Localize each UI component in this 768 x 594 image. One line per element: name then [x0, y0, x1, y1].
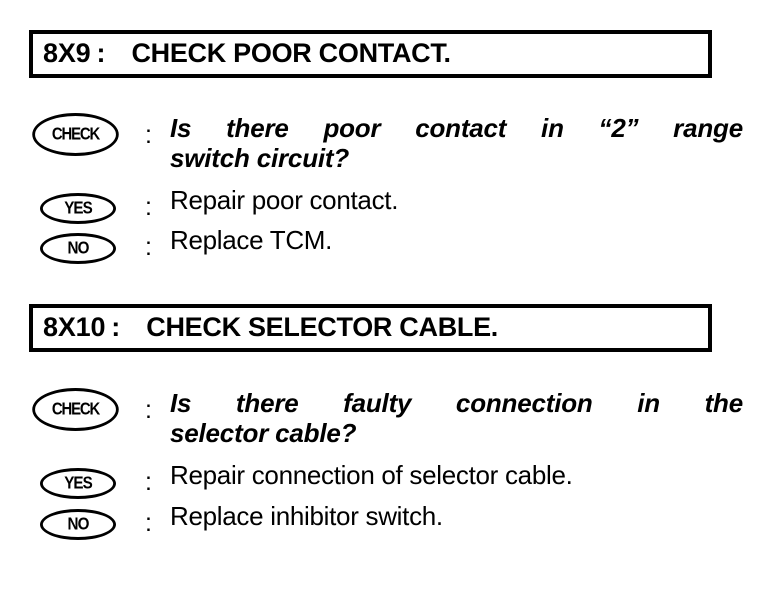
no-answer-text: Replace TCM. — [170, 225, 333, 255]
check-badge: CHECK — [32, 388, 119, 431]
yes-answer-text: Repair connection of selector cable. — [170, 460, 573, 490]
yes-row-8x9: YES : Repair poor contact. — [29, 186, 719, 227]
check-badge: CHECK — [32, 113, 119, 156]
no-badge: NO — [40, 233, 116, 264]
no-answer-text: Replace inhibitor switch. — [170, 501, 443, 531]
no-row-8x9: NO : Replace TCM. — [29, 226, 719, 267]
no-badge-label: NO — [67, 514, 90, 534]
step-header-box-8x10: 8X10 : CHECK SELECTOR CABLE. — [29, 304, 712, 352]
yes-answer: Repair poor contact. — [170, 185, 719, 215]
yes-badge: YES — [40, 468, 116, 499]
question-text: Is there poor contact in “2” range switc… — [170, 113, 743, 174]
check-badge-label: CHECK — [51, 124, 100, 144]
step-header-box-8x9: 8X9 : CHECK POOR CONTACT. — [29, 30, 712, 78]
yes-badge-label: YES — [64, 198, 93, 218]
step-title: CHECK SELECTOR CABLE. — [146, 311, 498, 342]
yes-separator: : — [145, 193, 152, 221]
step-title: CHECK POOR CONTACT. — [131, 37, 451, 68]
step-header-content: 8X9 : CHECK POOR CONTACT. — [43, 33, 702, 73]
yes-answer: Repair connection of selector cable. — [170, 460, 719, 490]
check-separator: : — [145, 396, 152, 424]
question-line-2: selector cable? — [170, 418, 357, 449]
no-separator: : — [145, 233, 152, 261]
no-row-8x10: NO : Replace inhibitor switch. — [29, 502, 719, 543]
check-question: Is there poor contact in “2” range switc… — [170, 113, 743, 174]
check-row-8x10: CHECK : Is there faulty connection in th… — [29, 388, 743, 458]
no-answer: Replace TCM. — [170, 225, 719, 255]
yes-badge-label: YES — [64, 473, 93, 493]
yes-answer-text: Repair poor contact. — [170, 185, 399, 215]
check-row-8x9: CHECK : Is there poor contact in “2” ran… — [29, 113, 743, 183]
question-text: Is there faulty connection in the select… — [170, 388, 743, 449]
question-line-2: switch circuit? — [170, 143, 350, 174]
step-code-separator: : — [111, 311, 121, 342]
no-badge-label: NO — [67, 238, 90, 258]
yes-separator: : — [145, 468, 152, 496]
step-code-separator: : — [96, 37, 106, 68]
no-separator: : — [145, 509, 152, 537]
step-code: 8X10 — [43, 311, 106, 342]
step-header-content: 8X10 : CHECK SELECTOR CABLE. — [43, 307, 702, 347]
no-answer: Replace inhibitor switch. — [170, 501, 719, 531]
check-badge-label: CHECK — [51, 399, 100, 419]
question-line-1: Is there poor contact in “2” range — [170, 113, 743, 143]
yes-row-8x10: YES : Repair connection of selector cabl… — [29, 461, 719, 502]
yes-badge: YES — [40, 193, 116, 224]
question-line-1: Is there faulty connection in the — [170, 388, 743, 418]
check-separator: : — [145, 121, 152, 149]
no-badge: NO — [40, 509, 116, 540]
check-question: Is there faulty connection in the select… — [170, 388, 743, 449]
step-code: 8X9 — [43, 37, 91, 68]
